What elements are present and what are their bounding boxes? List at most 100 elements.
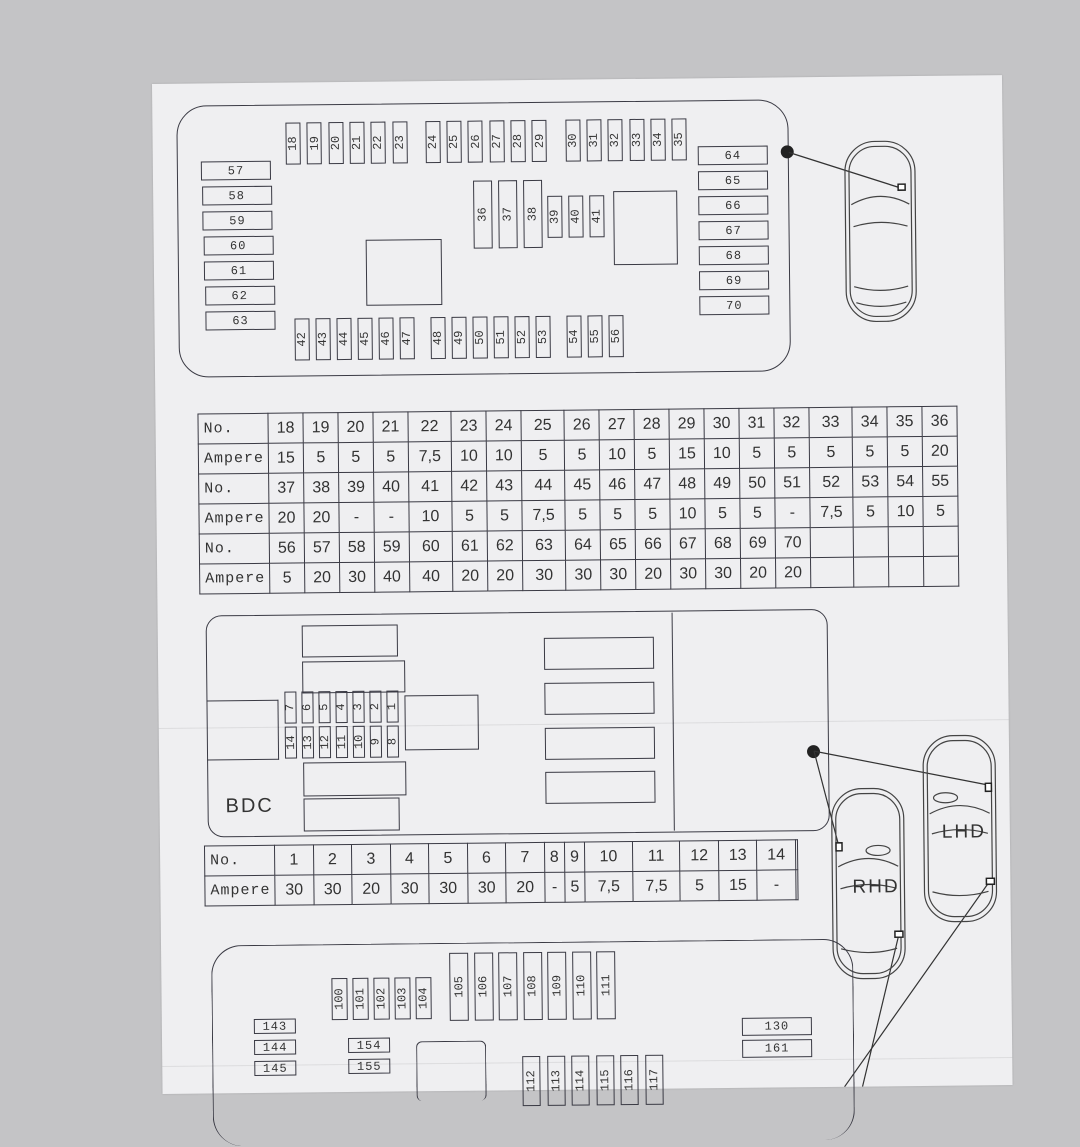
fuse-61: 61 bbox=[203, 260, 275, 281]
fuse-number: 35 bbox=[672, 132, 687, 147]
fuse-109: 109 bbox=[547, 951, 567, 1020]
fuse-number: 49 bbox=[452, 330, 467, 346]
fuse-35: 35 bbox=[671, 118, 687, 161]
lhd-label: LHD bbox=[941, 821, 987, 843]
fuse-47: 47 bbox=[399, 317, 415, 360]
fuse-14: 14 bbox=[284, 726, 298, 759]
fuse-59: 59 bbox=[202, 210, 273, 231]
fuse-112: 112 bbox=[522, 1055, 541, 1107]
fuse-number: 42 bbox=[295, 332, 310, 347]
fuse-31: 31 bbox=[586, 119, 602, 162]
fuse-number: 56 bbox=[609, 328, 624, 344]
fuse-number: 12 bbox=[317, 734, 332, 750]
fuse-number: 115 bbox=[597, 1069, 613, 1092]
bdc-car-location-diagrams bbox=[813, 734, 998, 1088]
fuse-43: 43 bbox=[315, 318, 331, 361]
fuse-145: 145 bbox=[254, 1060, 297, 1076]
fuse-7: 7 bbox=[283, 691, 298, 724]
fuse-1: 1 bbox=[385, 690, 400, 723]
fuse-number: 102 bbox=[374, 987, 389, 1010]
fuse-number: 29 bbox=[532, 133, 547, 149]
fuse-25: 25 bbox=[446, 120, 462, 163]
fuse-number: 66 bbox=[725, 198, 742, 213]
fuse-number: 13 bbox=[300, 735, 315, 750]
fuse-number: 2 bbox=[368, 703, 383, 711]
fuse-number: 46 bbox=[379, 331, 394, 346]
fuse-20: 20 bbox=[328, 122, 344, 165]
fuse-40: 40 bbox=[568, 195, 584, 238]
fuse-18: 18 bbox=[285, 122, 301, 165]
fuse-number: 144 bbox=[262, 1040, 288, 1055]
fuse-number: 50 bbox=[473, 330, 488, 345]
fuse-number: 22 bbox=[371, 135, 386, 150]
fuse-number: 30 bbox=[565, 133, 580, 148]
fuse-57: 57 bbox=[200, 160, 272, 181]
fuse-number: 37 bbox=[500, 207, 515, 222]
fuse-66: 66 bbox=[698, 195, 769, 216]
fuse-number: 68 bbox=[725, 248, 743, 263]
fuse-number: 36 bbox=[475, 207, 490, 222]
fuse-23: 23 bbox=[391, 121, 408, 164]
fuse-41: 41 bbox=[589, 195, 605, 238]
fuse-44: 44 bbox=[336, 317, 352, 361]
fuse-154: 154 bbox=[348, 1037, 391, 1053]
fuse-number: 8 bbox=[385, 737, 400, 746]
car-top-view-icon bbox=[844, 140, 917, 323]
fuse-27: 27 bbox=[489, 120, 505, 163]
fuse-63: 63 bbox=[205, 310, 276, 331]
fuse-39: 39 bbox=[547, 195, 563, 238]
fuse-29: 29 bbox=[531, 119, 548, 163]
fuse-26: 26 bbox=[467, 120, 484, 163]
fuse-number: 5 bbox=[317, 703, 332, 711]
fuse-69: 69 bbox=[698, 270, 770, 291]
fuse-4: 4 bbox=[334, 690, 349, 724]
fuse-number: 31 bbox=[586, 133, 602, 148]
fuse-13: 13 bbox=[300, 726, 315, 759]
fuse-number: 48 bbox=[431, 330, 446, 346]
fuse-number: 10 bbox=[351, 734, 366, 750]
fuse-number: 59 bbox=[229, 213, 246, 228]
fuse-number: 57 bbox=[227, 163, 245, 178]
fuse-155: 155 bbox=[348, 1058, 391, 1074]
fuse-33: 33 bbox=[628, 118, 645, 162]
fuse-number: 104 bbox=[416, 987, 431, 1010]
fuse-number: 1 bbox=[385, 702, 400, 711]
fuse-number: 51 bbox=[494, 330, 509, 345]
fuse-number: 55 bbox=[588, 329, 603, 344]
fuse-number: 18 bbox=[286, 136, 301, 151]
fuse-113: 113 bbox=[546, 1055, 566, 1106]
fuse-number: 58 bbox=[228, 188, 245, 203]
rhd-car-icon bbox=[831, 787, 906, 980]
fuse-46: 46 bbox=[378, 317, 394, 360]
fuse-12: 12 bbox=[317, 726, 332, 759]
lhd-car-icon bbox=[922, 734, 998, 923]
fuse-number: 61 bbox=[230, 263, 248, 278]
fuse-number: 109 bbox=[549, 974, 565, 997]
fuse-number: 26 bbox=[468, 134, 483, 149]
fuse-number: 70 bbox=[726, 298, 743, 313]
fuse-number: 103 bbox=[395, 987, 410, 1010]
fuse-21: 21 bbox=[349, 121, 365, 164]
fuse-100: 100 bbox=[331, 978, 348, 1021]
fuse-number: 108 bbox=[525, 975, 540, 997]
fuse-number: 155 bbox=[356, 1059, 382, 1074]
fuse-3: 3 bbox=[351, 690, 366, 723]
fuse-58: 58 bbox=[201, 185, 272, 206]
fuse-70: 70 bbox=[699, 295, 770, 316]
fuse-number: 110 bbox=[574, 974, 589, 997]
fuse-number: 45 bbox=[358, 331, 373, 347]
fuse-114: 114 bbox=[571, 1055, 590, 1106]
fuse-number: 54 bbox=[567, 329, 582, 344]
fuse-number: 19 bbox=[307, 136, 322, 151]
fuse-115: 115 bbox=[595, 1055, 615, 1106]
fuse-9: 9 bbox=[369, 725, 383, 758]
fuse-number: 43 bbox=[316, 331, 331, 347]
rhd-label: RHD bbox=[852, 876, 900, 898]
fuse-116: 116 bbox=[620, 1054, 639, 1106]
fuse-105: 105 bbox=[449, 952, 469, 1021]
fuse-number: 4 bbox=[334, 703, 349, 711]
fuse-number: 105 bbox=[451, 975, 467, 998]
fuse-number: 107 bbox=[500, 975, 516, 998]
fuse-36: 36 bbox=[473, 180, 493, 249]
